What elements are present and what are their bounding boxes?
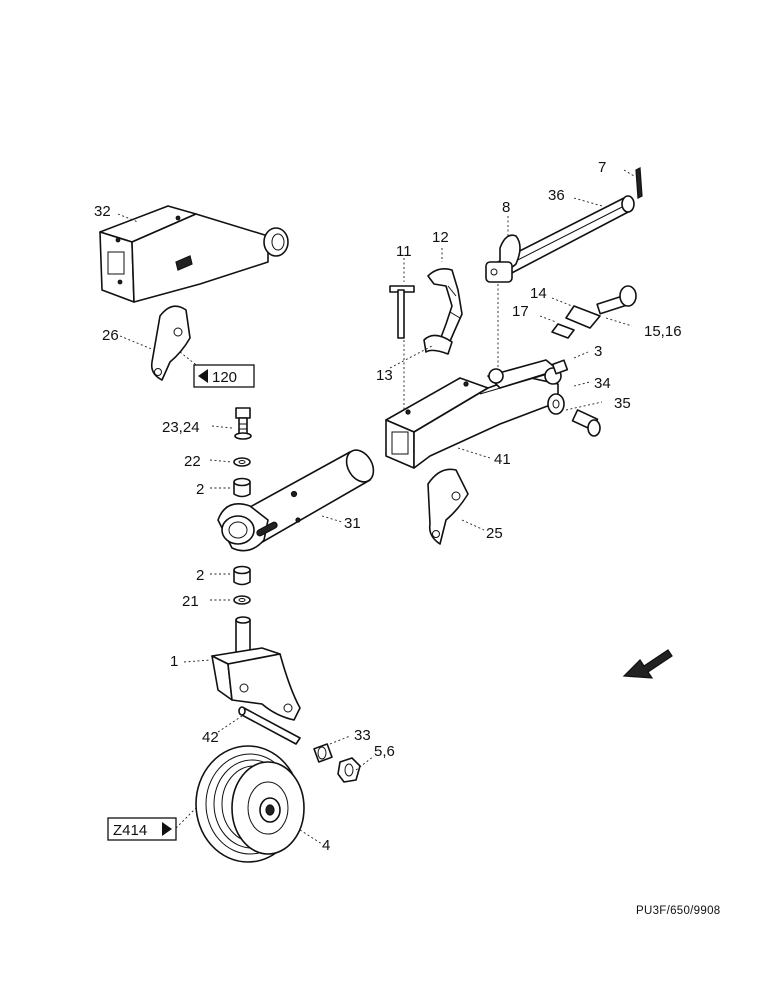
part-36-drawbar bbox=[497, 195, 635, 277]
part-41-main-bracket bbox=[385, 359, 562, 469]
part-26-plate bbox=[150, 305, 191, 381]
part-3-nipple bbox=[551, 359, 569, 375]
part-12-chain bbox=[427, 268, 463, 347]
part-13-clip bbox=[423, 334, 453, 355]
ref-box-z414[interactable]: Z414 bbox=[107, 817, 177, 841]
part-4-wheel bbox=[195, 745, 305, 863]
label-26: 26 bbox=[102, 327, 119, 344]
label-25: 25 bbox=[486, 525, 503, 542]
leader-lines bbox=[117, 169, 635, 845]
label-35: 35 bbox=[614, 395, 631, 412]
part-15-16-bolt bbox=[596, 285, 637, 315]
label-42: 42 bbox=[202, 729, 219, 746]
part-33-bushing bbox=[313, 743, 333, 763]
part-35-bolt bbox=[571, 409, 601, 437]
part-25-plate bbox=[427, 468, 469, 545]
part-21-washer bbox=[233, 595, 251, 605]
label-41: 41 bbox=[494, 451, 511, 468]
part-11-pin bbox=[389, 285, 415, 339]
part-5-6-nut bbox=[337, 757, 361, 783]
part-2-bushing-upper bbox=[233, 477, 251, 498]
label-36: 36 bbox=[548, 187, 565, 204]
left-triangle-icon bbox=[198, 369, 208, 383]
label-12: 12 bbox=[432, 229, 449, 246]
label-2-lower: 2 bbox=[196, 567, 204, 584]
label-14: 14 bbox=[530, 285, 547, 302]
label-22: 22 bbox=[184, 453, 201, 470]
label-5-6: 5,6 bbox=[374, 743, 395, 760]
part-2-bushing-lower bbox=[233, 565, 251, 586]
part-22-washer bbox=[233, 457, 251, 467]
part-8-lock-pin bbox=[485, 234, 521, 283]
label-32: 32 bbox=[94, 203, 111, 220]
label-15-16: 15,16 bbox=[644, 323, 682, 340]
label-11: 11 bbox=[396, 243, 412, 260]
label-21: 21 bbox=[182, 593, 199, 610]
part-23-24-bolt bbox=[234, 407, 252, 440]
direction-arrow bbox=[622, 649, 673, 679]
part-1-wheel-fork bbox=[211, 616, 301, 721]
part-7-pin bbox=[635, 167, 643, 199]
label-7: 7 bbox=[598, 159, 606, 176]
ref-box-120[interactable]: 120 bbox=[193, 364, 255, 388]
label-2-upper: 2 bbox=[196, 481, 204, 498]
part-32-frame-arm bbox=[99, 205, 289, 303]
part-31-tube bbox=[217, 449, 375, 552]
part-labels: 7 36 8 32 12 11 14 17 15,16 3 26 13 34 3… bbox=[94, 159, 682, 854]
part-34-washer bbox=[547, 393, 565, 415]
label-31: 31 bbox=[344, 515, 361, 532]
ref-z414-text: Z414 bbox=[113, 822, 147, 839]
label-17: 17 bbox=[512, 303, 529, 320]
part-14-plate bbox=[565, 305, 601, 329]
part-17-plate bbox=[551, 323, 575, 339]
label-23-24: 23,24 bbox=[162, 419, 200, 436]
drawing-code: PU3F/650/9908 bbox=[636, 905, 720, 917]
part-42-axle bbox=[238, 706, 301, 745]
label-8: 8 bbox=[502, 199, 510, 216]
label-1: 1 bbox=[170, 653, 178, 670]
label-4: 4 bbox=[322, 837, 330, 854]
ref-120-text: 120 bbox=[212, 369, 237, 386]
label-13: 13 bbox=[376, 367, 393, 384]
label-33: 33 bbox=[354, 727, 371, 744]
label-3: 3 bbox=[594, 343, 602, 360]
label-34: 34 bbox=[594, 375, 611, 392]
right-triangle-icon bbox=[162, 822, 172, 836]
